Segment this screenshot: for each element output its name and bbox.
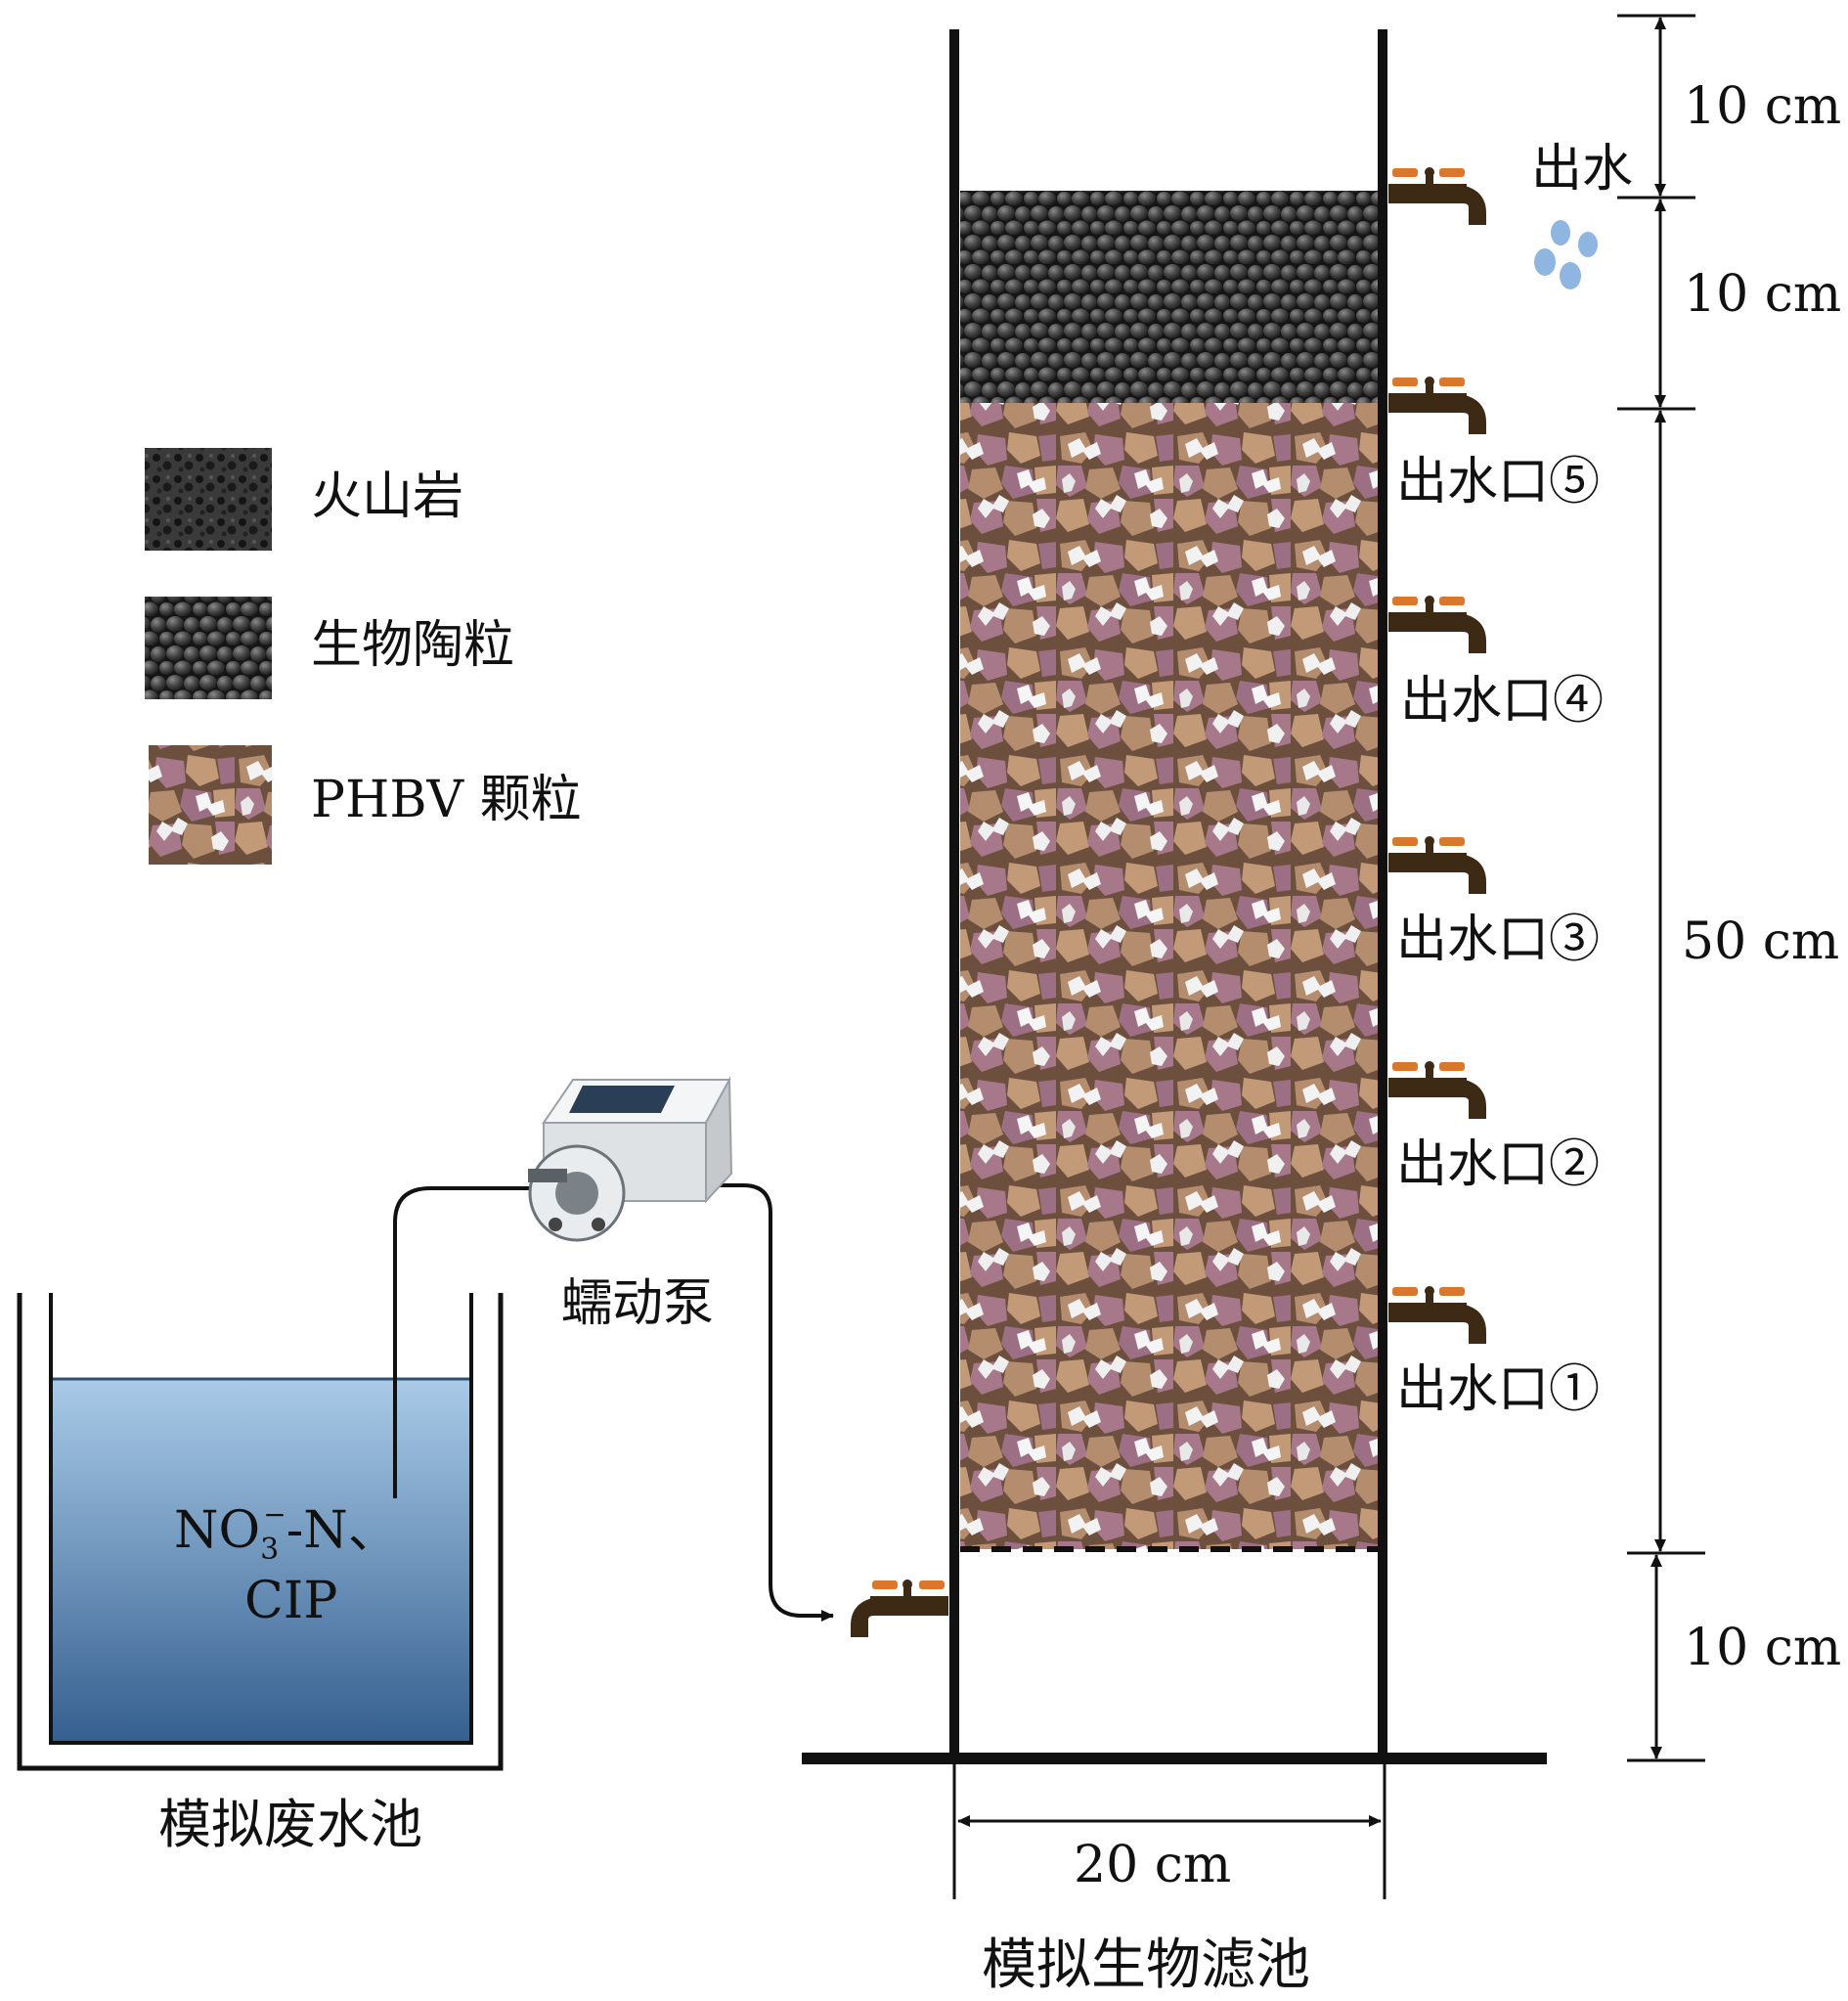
inlet-tube [393,1186,548,1498]
ceramsite-layer [960,191,1381,403]
outlet-3-label: 出水口③ [1396,911,1600,969]
outlet-5-label: 出水口⑤ [1396,453,1600,511]
tank-caption: 模拟废水池 [158,1794,422,1855]
width-label: 20 cm [1074,1836,1231,1894]
outlet-2-label: 出水口② [1396,1135,1600,1194]
top-outlet-faucet-icon [1388,167,1486,225]
tank-content-label: NO3−-N、 [174,1498,399,1567]
top-outlet-label: 出水 [1531,140,1633,199]
outlet-faucet-2-icon [1388,1061,1486,1119]
column-caption: 模拟生物滤池 [982,1934,1310,1997]
legend-phbv-swatch [149,745,272,865]
peristaltic-pump: 蠕动泵 [528,1076,733,1333]
wastewater-tank: NO3−-N、 CIP 模拟废水池 [17,1293,504,1855]
outlet-4-label: 出水口④ [1400,672,1604,731]
legend-ceramsite-swatch [145,597,272,699]
legend-volcanic-label: 火山岩 [311,467,463,526]
dim-label-top: 10 cm [1684,77,1841,136]
dim-label-ceramsite: 10 cm [1684,265,1841,324]
water-droplets-icon [1534,220,1598,289]
outlet-tube [626,1183,834,1622]
tank-water [49,1377,473,1745]
pump-label: 蠕动泵 [561,1274,714,1333]
inlet-faucet-icon [851,1579,948,1637]
legend-volcanic-swatch [145,448,272,551]
legend-ceramsite-label: 生物陶粒 [311,616,514,675]
outlet-faucet-5-icon [1388,377,1486,434]
outlet-faucet-1-icon [1388,1286,1486,1344]
tank-outer-wall [17,1293,504,1771]
vertical-dimensions [1617,14,1705,1762]
tank-content-label-line2: CIP [244,1572,337,1630]
legend-phbv-label: PHBV 颗粒 [311,771,582,829]
outlet-faucet-4-icon [1388,596,1486,653]
outlet-faucet-3-icon [1388,836,1486,894]
biofilter-column [802,29,1547,1764]
width-dimension [952,1760,1386,1899]
outlet-1-label: 出水口① [1396,1360,1600,1419]
dim-label-media: 50 cm [1682,912,1839,971]
dim-label-bottom: 10 cm [1684,1619,1841,1677]
media-layer [960,403,1381,1549]
legend: 火山岩 生物陶粒 PHBV 颗粒 [145,448,582,865]
tank-inner-wall [49,1293,473,1745]
